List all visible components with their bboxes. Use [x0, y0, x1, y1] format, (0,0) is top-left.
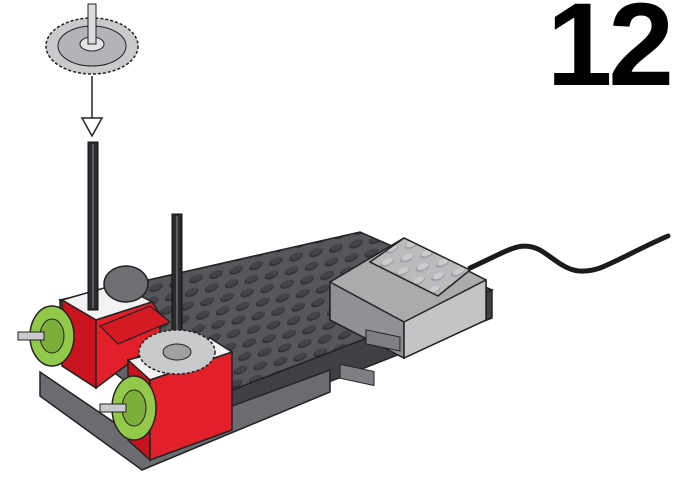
gear-rear — [104, 266, 148, 302]
cable — [470, 236, 668, 271]
green-wheel-back — [18, 306, 74, 366]
axle-left — [88, 142, 98, 310]
insert-arrow-icon — [82, 76, 102, 136]
gear-front — [139, 330, 215, 374]
crown-gear-top — [46, 4, 138, 74]
